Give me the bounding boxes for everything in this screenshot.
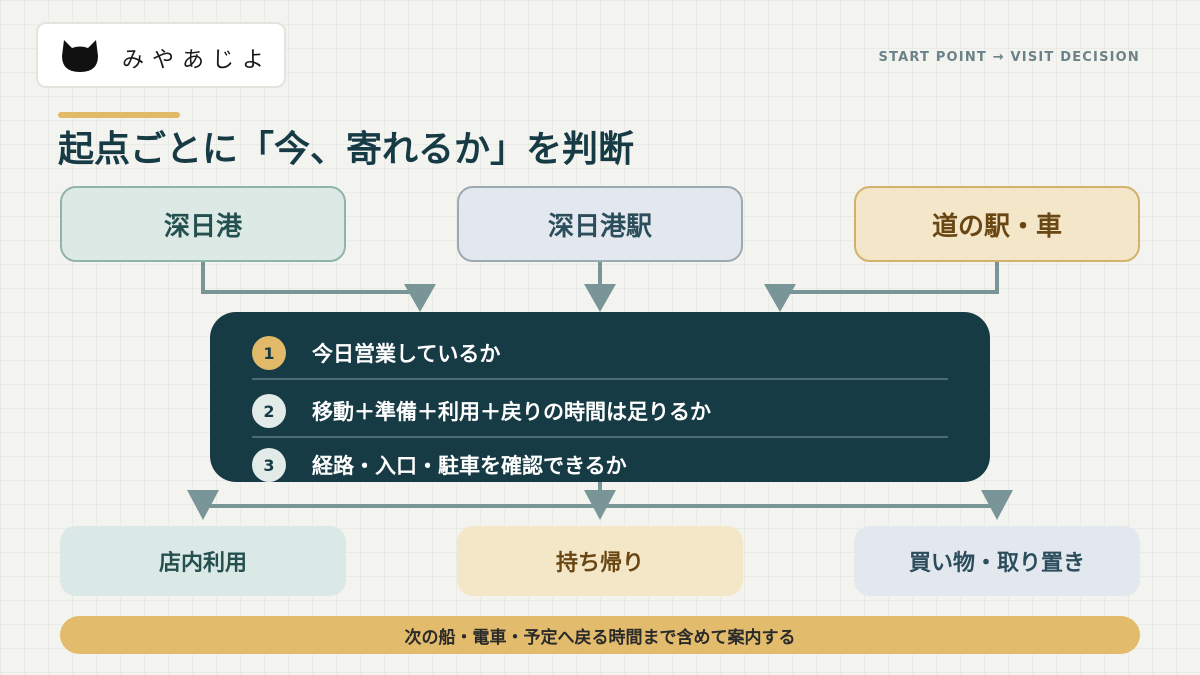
check-number-badge: 1 <box>252 336 286 370</box>
arrow-head-5 <box>584 490 616 520</box>
arrow-head-2 <box>584 284 616 312</box>
connector-line-3 <box>778 262 999 300</box>
page-title: 起点ごとに「今、寄れるか」を判断 <box>58 128 635 170</box>
outcome-takeout: 持ち帰り <box>457 526 743 596</box>
arrow-head-3 <box>764 284 796 312</box>
arrow-head-1 <box>404 284 436 312</box>
start-node-roadside-station-car: 道の駅・車 <box>854 186 1140 262</box>
connector-line-1 <box>201 262 422 300</box>
outcome-dine-in: 店内利用 <box>60 526 346 596</box>
outcome-shopping-reserve: 買い物・取り置き <box>854 526 1140 596</box>
tagline: START POINT → VISIT DECISION <box>878 50 1140 65</box>
divider <box>252 436 948 438</box>
check-label: 経路・入口・駐車を確認できるか <box>312 453 627 478</box>
check-number-badge: 2 <box>252 394 286 428</box>
check-label: 今日営業しているか <box>312 341 501 366</box>
logo-text: みやあじよ <box>122 48 273 73</box>
arrow-head-6 <box>981 490 1013 520</box>
arrow-head-4 <box>187 490 219 520</box>
start-node-fuke-port: 深日港 <box>60 186 346 262</box>
divider <box>252 378 948 380</box>
check-label: 移動＋準備＋利用＋戻りの時間は足りるか <box>312 399 711 424</box>
check-item: 3 経路・入口・駐車を確認できるか <box>252 444 948 482</box>
check-panel: 1 今日営業しているか 2 移動＋準備＋利用＋戻りの時間は足りるか 3 経路・入… <box>210 312 990 482</box>
check-item: 1 今日営業しているか <box>252 332 948 372</box>
check-number-badge: 3 <box>252 448 286 482</box>
logo-box: みやあじよ <box>36 22 286 88</box>
cat-icon <box>62 40 98 72</box>
footer-banner: 次の船・電車・予定へ戻る時間まで含めて案内する <box>60 616 1140 654</box>
title-accent-bar <box>58 112 180 118</box>
check-item: 2 移動＋準備＋利用＋戻りの時間は足りるか <box>252 390 948 430</box>
start-node-fuke-port-station: 深日港駅 <box>457 186 743 262</box>
